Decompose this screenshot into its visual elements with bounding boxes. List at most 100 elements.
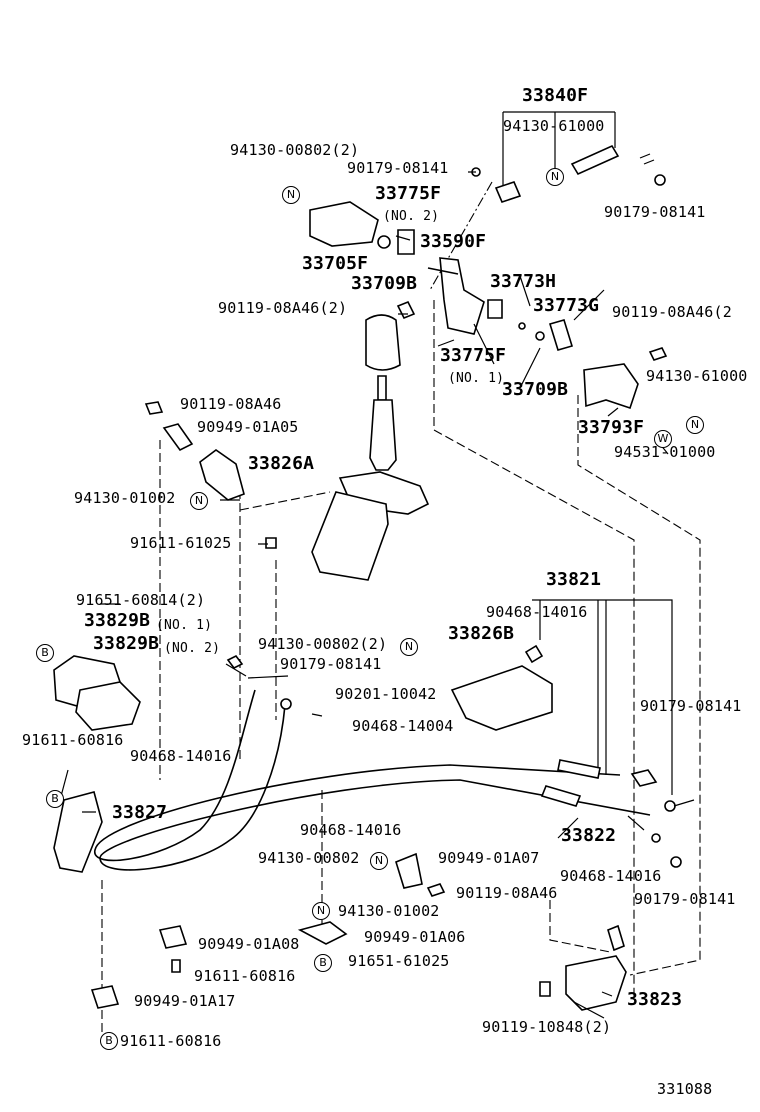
bolt (426, 883, 446, 897)
label-33709B: 33709B (502, 379, 569, 400)
label-90949-01A08: 90949-01A08 (198, 935, 300, 953)
label-90119-08A46-2: 90119-08A46(2) (218, 299, 348, 317)
label-91651-60814-2: 91651-60814(2) (76, 591, 206, 609)
label-94130-00802-2: 94130-00802(2) (230, 141, 360, 159)
shift-cable (94, 689, 621, 862)
grommet (280, 698, 292, 710)
part-90949-01A07 (395, 852, 423, 889)
marker-w: W (654, 430, 672, 448)
label-91651-61025: 91651-61025 (348, 952, 450, 970)
part-33826A (199, 449, 245, 501)
label-33822: 33822 (561, 825, 617, 846)
marker-n: N (400, 638, 418, 656)
leader-line (429, 181, 493, 291)
shift-lever-tip (377, 375, 387, 401)
label-90468-14016: 90468-14016 (300, 821, 402, 839)
label-33709B: 33709B (351, 273, 418, 294)
label-90949-01A05: 90949-01A05 (197, 418, 299, 436)
part-33709B (535, 331, 545, 341)
leader-33840F (502, 111, 616, 190)
label-94130-00802: 94130-00802 (258, 849, 360, 867)
marker-b: B (100, 1032, 118, 1050)
label-no1: (NO. 1) (156, 618, 213, 633)
assembly-line-bottom-right (549, 900, 611, 953)
marker-n: N (190, 492, 208, 510)
label-91611-60816: 91611-60816 (22, 731, 124, 749)
label-no2: (NO. 2) (383, 209, 440, 224)
part-33773H (518, 322, 526, 330)
cable-end (557, 759, 601, 779)
marker-b: B (314, 954, 332, 972)
label-94130-61000: 94130-61000 (503, 117, 605, 135)
label-90949-01A06: 90949-01A06 (364, 928, 466, 946)
rod-end-right (570, 144, 620, 176)
part-33590F (439, 257, 485, 335)
label-94130-00802-2: 94130-00802(2) (258, 635, 388, 653)
label-33826B: 33826B (448, 623, 515, 644)
label-90119-08A46: 90119-08A46 (456, 884, 558, 902)
label-33705F: 33705F (302, 253, 369, 274)
label-90179-08141: 90179-08141 (280, 655, 382, 673)
label-91611-61025: 91611-61025 (130, 534, 232, 552)
part-90949-01A08 (158, 925, 188, 949)
label-33775F: 33775F (440, 345, 507, 366)
nut (664, 800, 676, 812)
label-90119-10848-2: 90119-10848(2) (482, 1018, 612, 1036)
rod-end-left (494, 181, 522, 203)
bolt (648, 347, 668, 361)
marker-n: N (312, 902, 330, 920)
label-90179-08141: 90179-08141 (604, 203, 706, 221)
part-33823 (565, 955, 627, 1011)
label-33827: 33827 (112, 802, 168, 823)
label-91611-60816: 91611-60816 (194, 967, 296, 985)
clip (607, 924, 625, 952)
label-33773G: 33773G (533, 295, 600, 316)
part-90949-01A05 (162, 423, 194, 452)
marker-n: N (546, 168, 564, 186)
label-33793F: 33793F (578, 417, 645, 438)
bolt (396, 300, 416, 320)
clip (630, 769, 658, 787)
assembly-line (239, 491, 331, 511)
label-33590F: 33590F (420, 231, 487, 252)
leader-33821 (532, 599, 673, 795)
shift-lever (369, 399, 397, 471)
label-90468-14016: 90468-14016 (560, 867, 662, 885)
label-33773H: 33773H (490, 271, 557, 292)
label-94130-01002: 94130-01002 (74, 489, 176, 507)
cable-end (540, 785, 582, 807)
part-33829B-no2 (75, 681, 141, 731)
part-33793F (583, 363, 639, 410)
marker-b: B (46, 790, 64, 808)
label-33829B: 33829B (93, 633, 160, 654)
label-33821: 33821 (546, 569, 602, 590)
label-91611-60816: 91611-60816 (120, 1032, 222, 1050)
grommet (651, 833, 661, 843)
label-33840F: 33840F (522, 85, 589, 106)
shift-bracket (311, 491, 389, 581)
nut (226, 654, 244, 670)
marker-b: B (36, 644, 54, 662)
label-94130-61000: 94130-61000 (646, 367, 748, 385)
part-33773G (548, 319, 574, 351)
label-90179-08141: 90179-08141 (347, 159, 449, 177)
part-33705F (309, 201, 379, 247)
bolt (539, 981, 551, 997)
label-90468-14004: 90468-14004 (352, 717, 454, 735)
label-90201-10042: 90201-10042 (335, 685, 437, 703)
label-33829B: 33829B (84, 610, 151, 631)
label-33826A: 33826A (248, 453, 315, 474)
bolt (144, 401, 164, 415)
marker-n: N (282, 186, 300, 204)
label-90468-14016: 90468-14016 (130, 747, 232, 765)
part-33775F-no2 (397, 229, 415, 255)
marker-n: N (370, 852, 388, 870)
grommet (377, 235, 391, 249)
assembly-line-far-right (577, 395, 701, 976)
assembly-line-right (433, 300, 635, 1000)
label-90179-08141: 90179-08141 (634, 890, 736, 908)
label-90119-08A46: 90119-08A46 (180, 395, 282, 413)
label-33823: 33823 (627, 989, 683, 1010)
nut (670, 856, 682, 868)
